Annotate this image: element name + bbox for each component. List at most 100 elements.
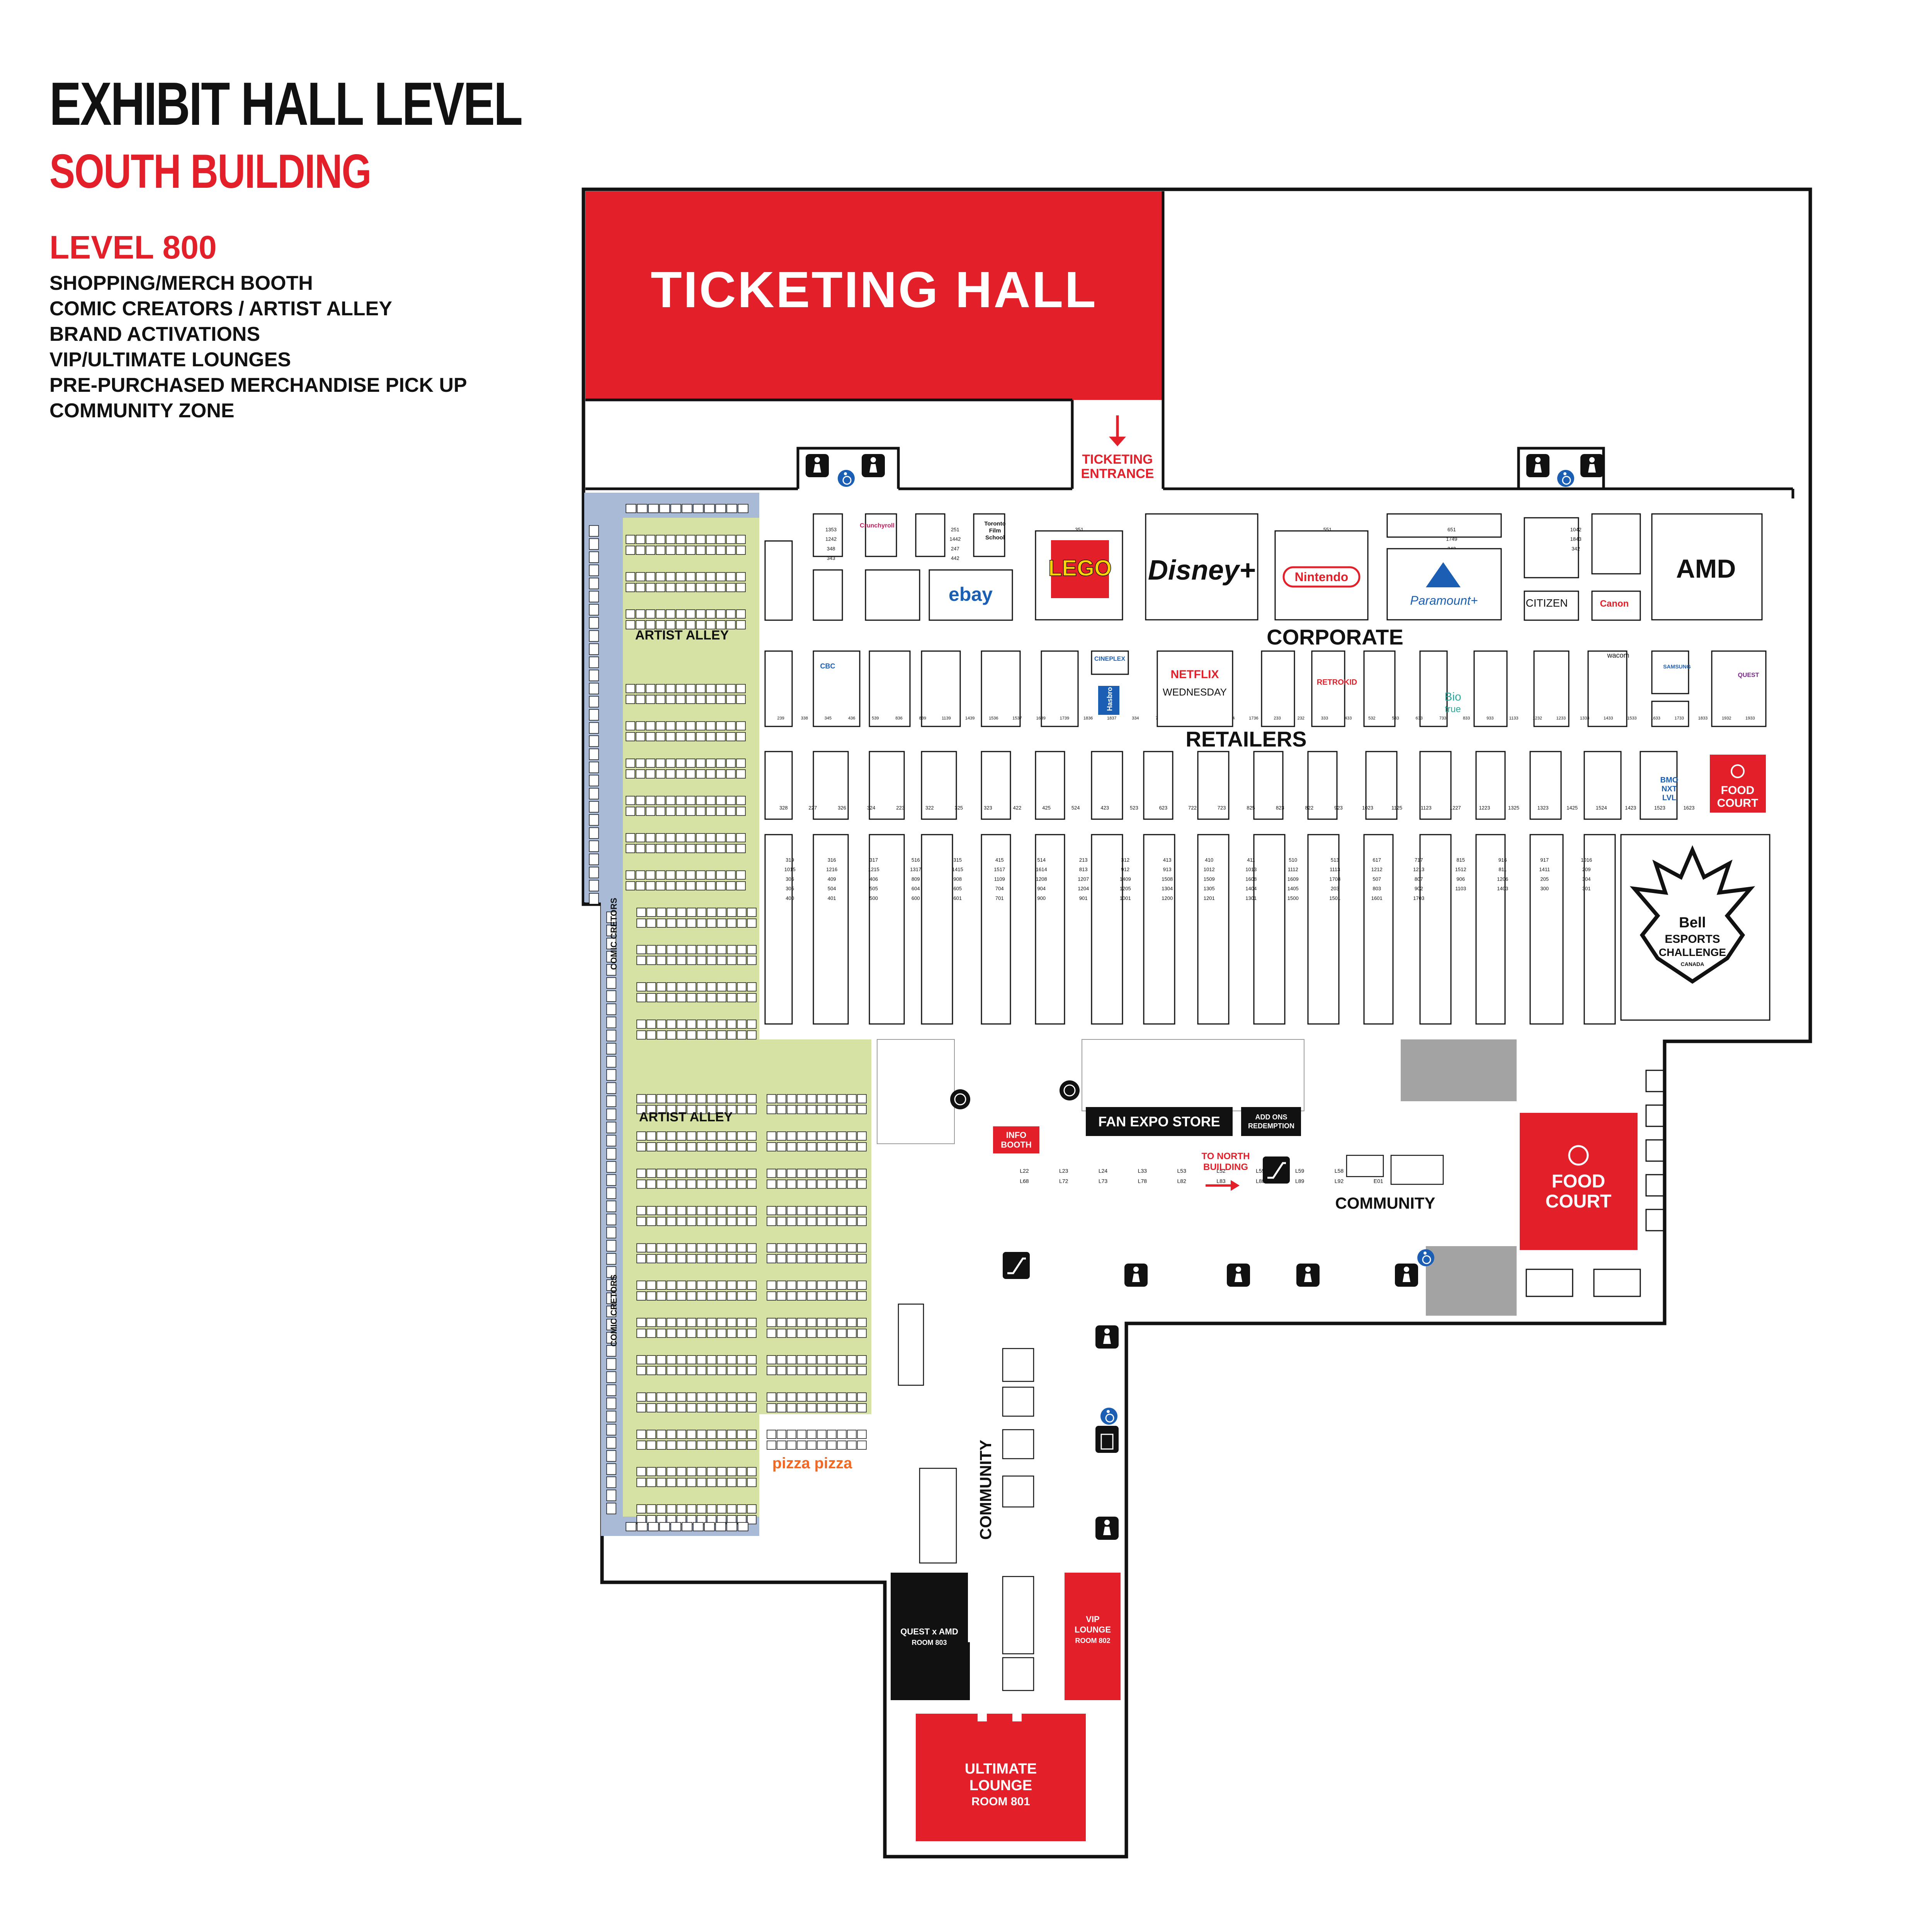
alley-table bbox=[747, 918, 757, 928]
vip-lounge-label: LOUNGE bbox=[1075, 1625, 1111, 1634]
alley-table bbox=[737, 1281, 747, 1290]
creator-table bbox=[606, 912, 616, 923]
alley-table bbox=[707, 1206, 716, 1215]
alley-table bbox=[636, 881, 645, 891]
alley-table bbox=[847, 1243, 857, 1253]
alley-table bbox=[797, 1168, 806, 1178]
fan-expo-store[interactable]: FAN EXPO STORE bbox=[1086, 1107, 1233, 1136]
alley-table bbox=[667, 1179, 676, 1189]
booth-number: 933 bbox=[1486, 716, 1493, 721]
alley-table bbox=[777, 1403, 786, 1413]
alley-table bbox=[687, 993, 696, 1002]
booth-number: 1739 bbox=[1060, 716, 1069, 721]
alley-table bbox=[636, 1504, 646, 1514]
alley-table bbox=[667, 1206, 676, 1215]
creator-table bbox=[589, 762, 599, 773]
amd-booth[interactable]: AMD bbox=[1651, 513, 1763, 621]
alley-table bbox=[667, 1131, 676, 1141]
alley-table bbox=[687, 1291, 696, 1301]
alley-table bbox=[727, 1281, 736, 1290]
alley-table bbox=[797, 1217, 806, 1226]
alley-table bbox=[656, 806, 665, 816]
alley-table bbox=[687, 1142, 696, 1151]
bmo-logo: NXT bbox=[1662, 785, 1677, 793]
alley-table bbox=[737, 956, 747, 965]
alley-table bbox=[737, 1318, 747, 1327]
cbc-logo: CBC bbox=[820, 662, 835, 670]
alley-table bbox=[857, 1281, 867, 1290]
alley-table bbox=[737, 1019, 747, 1029]
alley-table bbox=[707, 993, 716, 1002]
booth-number: 232 bbox=[1298, 716, 1304, 721]
booth-number: 822 bbox=[1305, 805, 1314, 811]
alley-table bbox=[777, 1366, 786, 1375]
booth-number: 1736 bbox=[1249, 716, 1258, 721]
booth-number: 1517 bbox=[994, 867, 1005, 872]
ebay-booth[interactable]: ebay bbox=[929, 569, 1013, 621]
service-area bbox=[1401, 1039, 1517, 1101]
creator-table bbox=[606, 1017, 616, 1028]
alley-table bbox=[726, 732, 736, 742]
alley-table bbox=[787, 1291, 796, 1301]
alley-table bbox=[726, 870, 736, 880]
alley-table bbox=[656, 583, 665, 592]
alley-table bbox=[737, 1355, 747, 1364]
alley-table bbox=[676, 620, 685, 629]
alley-table bbox=[697, 1366, 706, 1375]
alley-table bbox=[847, 1206, 857, 1215]
alley-table bbox=[636, 759, 645, 768]
vip-lounge-room[interactable]: VIP LOUNGE ROOM 802 bbox=[1065, 1573, 1121, 1700]
escalator-icon[interactable] bbox=[1263, 1156, 1290, 1184]
alley-table bbox=[697, 1019, 706, 1029]
alley-table bbox=[697, 993, 706, 1002]
alley-table bbox=[626, 583, 635, 592]
creator-table bbox=[589, 617, 599, 629]
bmo-booth[interactable]: BMO NXT LVL bbox=[1660, 776, 1679, 802]
alley-table bbox=[697, 982, 706, 992]
quest-amd-label: ROOM 803 bbox=[912, 1639, 947, 1646]
booth-number: 328 bbox=[779, 805, 788, 811]
alley-table bbox=[636, 1366, 646, 1375]
toronto-film-booth[interactable]: Toronto Film School bbox=[984, 520, 1006, 541]
booth-number: 442 bbox=[951, 555, 959, 561]
alley-table bbox=[817, 1355, 827, 1364]
food-court-small[interactable]: FOOD COURT bbox=[1710, 755, 1766, 813]
alley-table bbox=[687, 1243, 696, 1253]
alley-table bbox=[636, 1179, 646, 1189]
lego-booth[interactable]: LEGO bbox=[1035, 530, 1123, 621]
paramount-booth[interactable]: Paramount+ bbox=[1386, 548, 1502, 621]
booth-number: 514 bbox=[1037, 857, 1046, 863]
alley-table bbox=[636, 870, 645, 880]
ultimate-lounge-room[interactable]: ULTIMATE LOUNGE ROOM 801 bbox=[916, 1714, 1086, 1841]
food-court-large[interactable]: FOOD COURT bbox=[1520, 1113, 1638, 1250]
alley-table bbox=[727, 1217, 736, 1226]
creator-table bbox=[715, 1522, 726, 1531]
alley-table bbox=[687, 1131, 696, 1141]
creator-table bbox=[659, 504, 670, 513]
hasbro-booth[interactable]: Hasbro bbox=[1098, 686, 1119, 715]
citizen-booth[interactable]: CITIZEN bbox=[1526, 597, 1568, 609]
booth-number: 205 bbox=[1540, 876, 1549, 882]
add-ons-redemption[interactable]: ADD ONS REDEMPTION bbox=[1241, 1107, 1301, 1136]
ticketing-hall[interactable] bbox=[585, 191, 1163, 400]
nintendo-booth[interactable]: Nintendo bbox=[1274, 530, 1369, 621]
alley-table bbox=[727, 1019, 736, 1029]
alley-table bbox=[677, 945, 686, 954]
alley-table bbox=[636, 806, 645, 816]
creator-table bbox=[589, 538, 599, 550]
disney-booth[interactable]: Disney+ bbox=[1145, 513, 1259, 621]
escalator-icon[interactable] bbox=[1003, 1252, 1030, 1279]
alley-table bbox=[706, 572, 716, 582]
alley-table bbox=[787, 1403, 796, 1413]
alley-table bbox=[717, 982, 726, 992]
vip-lounge-label: ROOM 802 bbox=[1075, 1637, 1110, 1645]
elevator-icon bbox=[1095, 1426, 1119, 1453]
alley-table bbox=[646, 1355, 656, 1364]
bell-esports-booth[interactable]: Bell ESPORTS CHALLENGE CANADA bbox=[1620, 834, 1770, 1021]
netflix-wednesday-booth[interactable]: NETFLIX WEDNESDAY bbox=[1156, 650, 1233, 727]
quest-amd-room[interactable]: QUEST x AMD ROOM 803 bbox=[891, 1573, 970, 1700]
canon-booth[interactable]: Canon bbox=[1600, 599, 1629, 609]
booth-number: 901 bbox=[1079, 895, 1088, 901]
to-north-building[interactable]: TO NORTH BUILDING bbox=[1202, 1151, 1250, 1191]
info-booth[interactable]: INFO BOOTH bbox=[993, 1126, 1039, 1153]
